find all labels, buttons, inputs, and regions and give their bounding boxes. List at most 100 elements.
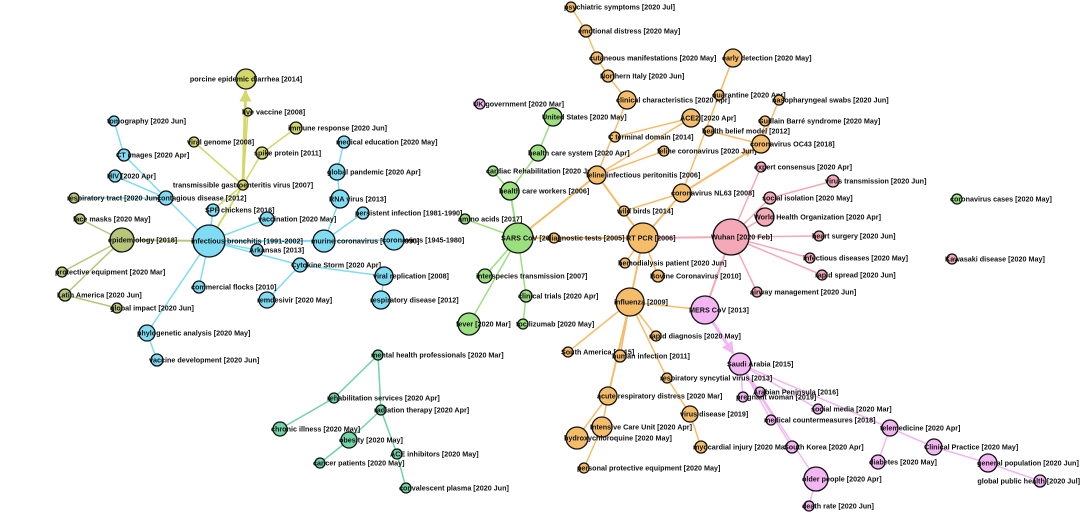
node-circle[interactable] (192, 280, 206, 294)
node-socisol[interactable]: social isolation [2020 May] (762, 191, 853, 205)
node-circle[interactable] (565, 1, 577, 13)
node-arabpen[interactable]: Arabian Peninsula [2016] (753, 386, 838, 398)
node-circle[interactable] (356, 206, 370, 220)
node-circle[interactable] (816, 269, 828, 281)
node-circle[interactable] (235, 68, 257, 90)
node-chronic[interactable]: chronic illness [2020 May] (271, 421, 360, 437)
node-circle[interactable] (619, 257, 631, 269)
node-circle[interactable] (658, 145, 670, 157)
node-spfchick[interactable]: SPF chickens [2016] (205, 203, 275, 217)
node-circle[interactable] (328, 163, 346, 181)
node-felinecov[interactable]: feline coronavirus [2020 Jun] (657, 145, 756, 157)
node-phylo[interactable]: phylogenetic analysis [2020 May] (137, 324, 250, 342)
node-rnavir[interactable]: RNA virus [2013] (329, 189, 386, 209)
node-sars[interactable]: SARS CoV [2003] (501, 222, 560, 254)
node-contag[interactable]: contagious disease [2012] (157, 190, 246, 206)
node-globpan[interactable]: global pandemic [2020 Apr] (327, 163, 421, 181)
node-circle[interactable] (117, 148, 131, 162)
node-circle[interactable] (474, 98, 486, 110)
node-circle[interactable] (56, 266, 68, 278)
node-commflock[interactable]: commercial flocks [2010] (191, 280, 277, 294)
node-ppe[interactable]: personal protective equipment [2020 May] (577, 462, 720, 474)
node-circle[interactable] (755, 207, 775, 227)
node-persinf[interactable]: persistent infection [1981-1990] (355, 206, 462, 220)
node-circle[interactable] (703, 125, 715, 137)
node-circle[interactable] (1033, 474, 1047, 488)
node-heartsurg[interactable]: heart surgery [2020 Jun] (812, 230, 896, 242)
node-quarant[interactable]: quarantine [2020 Apr] (712, 89, 786, 101)
node-aceinh[interactable]: ACE inhibitors [2020 May] (390, 448, 479, 460)
node-circle[interactable] (803, 466, 829, 492)
node-hcw[interactable]: health care workers [2006] (499, 181, 589, 201)
node-cytok[interactable]: Cytokine Storm [2020 Apr] (291, 257, 381, 273)
node-respdis[interactable]: respiratory disease [2012] (370, 290, 459, 310)
node-covcats[interactable]: coronavirus cases [2020 May] (950, 193, 1052, 205)
node-circle[interactable] (314, 457, 326, 469)
node-socmedia[interactable]: social media [2020 Mar] (811, 403, 892, 415)
node-circle[interactable] (754, 386, 766, 398)
node-infdis[interactable]: infectious diseases [2020 May] (803, 252, 908, 264)
node-circle[interactable] (487, 165, 499, 177)
node-circle[interactable] (759, 115, 771, 127)
node-epidem[interactable]: epidemiology [2018] (108, 227, 177, 253)
node-circle[interactable] (601, 69, 615, 83)
node-circle[interactable] (543, 107, 563, 127)
node-circle[interactable] (58, 288, 72, 302)
node-circle[interactable] (723, 48, 743, 68)
node-cov4580[interactable]: coronavirus [1945-1980] (382, 229, 464, 251)
node-facemask[interactable]: face masks [2020 May] (73, 213, 151, 225)
node-ctermd[interactable]: C terminal domain [2014] (608, 131, 693, 143)
node-radther[interactable]: radiation therapy [2020 Apr] (374, 404, 469, 416)
node-skorea[interactable]: South Korea [2020 Apr] (784, 440, 864, 454)
node-circle[interactable] (258, 291, 276, 309)
node-circle[interactable] (272, 421, 288, 437)
node-circle[interactable] (804, 252, 816, 264)
node-circle[interactable] (400, 482, 412, 494)
node-circle[interactable] (565, 426, 589, 450)
node-genpop[interactable]: general population [2020 Jun] (977, 453, 1079, 473)
node-southam[interactable]: South America [2015] (561, 346, 634, 358)
node-circle[interactable] (617, 90, 637, 110)
node-hemodial[interactable]: hemodialysis patient [2020 Jun] (618, 257, 727, 269)
node-ace2[interactable]: ACE2 [2020 Apr] (680, 108, 736, 128)
node-rapidspr[interactable]: rapid spread [2020 Jun] (815, 269, 896, 281)
node-virtrans[interactable]: virus transmission [2020 Jun] (825, 174, 926, 188)
node-hiv[interactable]: HIV [2020 Apr] (107, 169, 156, 183)
node-immresp[interactable]: immune response [2020 Jun] (288, 121, 387, 135)
node-wuhan[interactable]: Wuhan [2020 Feb] (711, 218, 772, 256)
node-circle[interactable] (206, 203, 220, 217)
node-circle[interactable] (803, 500, 815, 512)
node-telemed[interactable]: telemedicine [2020 Apr] (880, 419, 960, 437)
node-icu[interactable]: Intensive Care Unit [2020 Apr] (590, 416, 692, 438)
node-ukgov[interactable]: UK government [2020 Mar] (473, 98, 564, 110)
node-circle[interactable] (371, 290, 391, 310)
node-circle[interactable] (517, 318, 529, 330)
node-convplas[interactable]: convalescent plasma [2020 Jun] (399, 482, 509, 494)
node-spike[interactable]: spike protein [2011] (254, 146, 321, 160)
node-psych[interactable]: psychiatric symptoms [2020 Jul] (564, 1, 675, 13)
node-obesity[interactable]: obesity [2020 May] (339, 431, 403, 449)
node-circle[interactable] (681, 405, 699, 423)
node-circle[interactable] (330, 189, 350, 209)
node-ctimg[interactable]: CT images [2020 Apr] (116, 148, 189, 162)
node-circle[interactable] (755, 161, 767, 173)
node-aminoac[interactable]: amino acids [2017] (458, 213, 522, 225)
node-circle[interactable] (590, 51, 604, 65)
node-circle[interactable] (375, 404, 387, 416)
node-circle[interactable] (694, 440, 708, 454)
node-cutman[interactable]: cutaneous manifestations [2020 May] (589, 51, 716, 65)
node-rapiddiag[interactable]: rapid diagnosis [2020 May] (649, 330, 741, 342)
node-rehab[interactable]: rehabilitation services [2020 Apr] (327, 392, 440, 404)
node-clintrial[interactable]: clinical trials [2020 Apr] (518, 289, 598, 303)
node-fip[interactable]: feline infectious peritonitis [2006] (586, 165, 700, 185)
node-protequip[interactable]: protective equipment [2020 Mar] (55, 266, 165, 278)
node-circle[interactable] (661, 372, 673, 384)
node-circle[interactable] (773, 94, 785, 106)
node-emodis[interactable]: emotional distress [2020 May] (578, 24, 680, 38)
node-circle[interactable] (383, 229, 405, 251)
node-vaccdev[interactable]: vaccine development [2020 Jun] (149, 353, 259, 367)
node-circle[interactable] (391, 448, 403, 460)
node-guill[interactable]: Guillain Barré syndrome [2020 May] (758, 115, 880, 127)
node-circle[interactable] (765, 414, 777, 426)
node-diagtest[interactable]: diagnostic tests [2005] (547, 232, 625, 244)
